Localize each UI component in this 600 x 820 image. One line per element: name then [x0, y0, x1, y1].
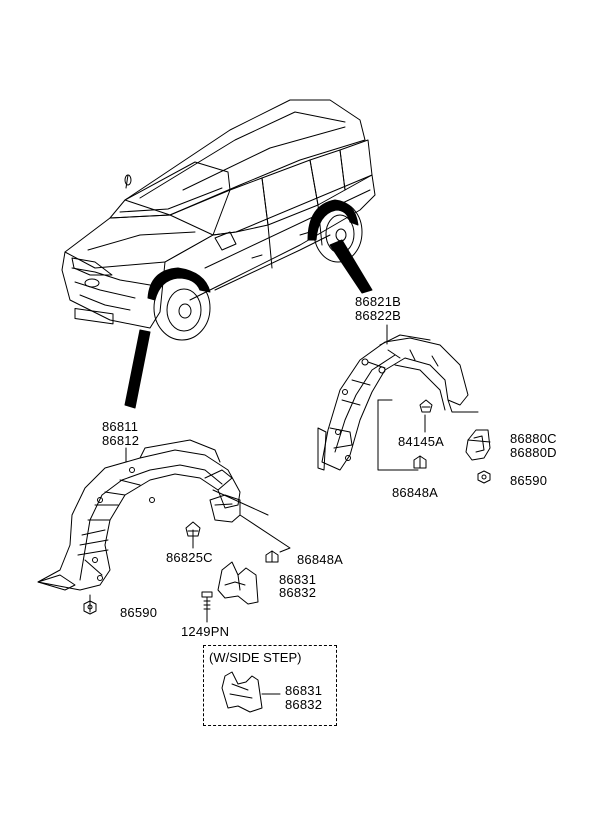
- label-rear-guard-lh: 86822B: [355, 308, 402, 323]
- rear-wheel-guard: [318, 335, 468, 470]
- front-mudflap-icon: [218, 562, 258, 604]
- front-clip-icon: [186, 522, 200, 536]
- label-front-bolt: 1249PN: [181, 624, 230, 639]
- front-nut-icon: [84, 601, 96, 614]
- label-rear-guard-rh: 86821B: [355, 294, 402, 309]
- rear-leader-band: [330, 240, 372, 293]
- front-guard-bracket: [210, 495, 240, 522]
- side-step-mudflap-icon: [222, 672, 262, 712]
- label-front-nut: 86590: [120, 605, 158, 620]
- label-front-clip: 86825C: [166, 550, 213, 565]
- rear-mudguard-icon: [466, 430, 490, 460]
- label-rear-clip: 84145A: [398, 434, 445, 449]
- label-front-guard-rh: 86811: [102, 419, 139, 434]
- front-bolt-icon: [202, 592, 212, 612]
- vehicle-illustration: [62, 100, 375, 340]
- label-front-guard-lh: 86812: [102, 433, 140, 448]
- label-front-mudflap-lh: 86832: [279, 585, 317, 600]
- rear-nut-icon: [478, 471, 490, 483]
- label-rear-nut: 86590: [510, 473, 548, 488]
- label-side-step-lh: 86832: [285, 697, 323, 712]
- rear-screw-bracket: [378, 400, 418, 470]
- label-rear-mudguard-lh: 86880D: [510, 445, 557, 460]
- label-rear-screw: 86848A: [392, 485, 439, 500]
- rear-screw-icon: [414, 456, 426, 468]
- side-step-title: (W/SIDE STEP): [209, 650, 302, 665]
- rear-mudguard-leader: [448, 400, 478, 412]
- label-front-screw: 86848A: [297, 552, 344, 567]
- front-leader-band: [125, 330, 150, 408]
- label-rear-mudguard-rh: 86880C: [510, 431, 557, 446]
- label-front-mudflap-rh: 86831: [279, 572, 317, 587]
- front-screw-icon: [266, 551, 278, 562]
- front-screw-leader: [240, 515, 290, 552]
- side-step-box: (W/SIDE STEP): [203, 645, 337, 726]
- label-side-step-rh: 86831: [285, 683, 323, 698]
- front-wheel-guard: [38, 440, 240, 590]
- rear-clip-icon: [420, 400, 432, 412]
